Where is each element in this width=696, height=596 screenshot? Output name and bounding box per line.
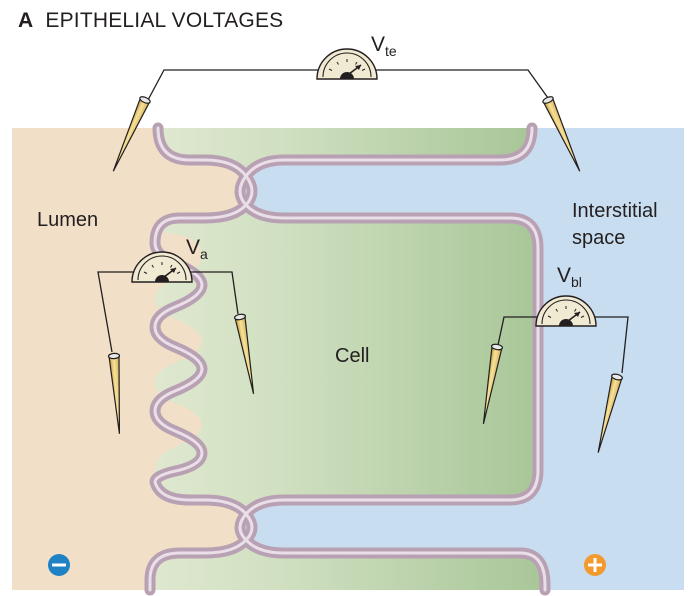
vte-symbol: V <box>371 33 386 56</box>
interstitial-label-line1: Interstitial <box>572 200 658 222</box>
vbl-symbol: V <box>557 264 572 287</box>
va-symbol: V <box>186 236 201 259</box>
va-label: Va <box>186 236 208 262</box>
vbl-subscript: bl <box>571 274 582 290</box>
va-subscript: a <box>200 246 208 262</box>
vte-label: Vte <box>371 33 397 59</box>
title-text: EPITHELIAL VOLTAGES <box>45 9 284 32</box>
interstitial-label-line2: space <box>572 227 626 249</box>
figure-title: A EPITHELIAL VOLTAGES <box>18 9 283 33</box>
panel-letter: A <box>18 9 34 32</box>
vte-meter-icon <box>316 48 378 80</box>
vte-subscript: te <box>385 43 397 59</box>
lumen-label: Lumen <box>37 209 99 231</box>
vbl-label: Vbl <box>557 264 582 290</box>
cell-bodies <box>150 128 545 590</box>
lower-cell <box>150 540 545 590</box>
cell-label: Cell <box>335 345 370 367</box>
central-cell <box>155 205 538 514</box>
positive-sign-icon <box>584 554 606 576</box>
negative-sign-icon <box>48 554 70 576</box>
